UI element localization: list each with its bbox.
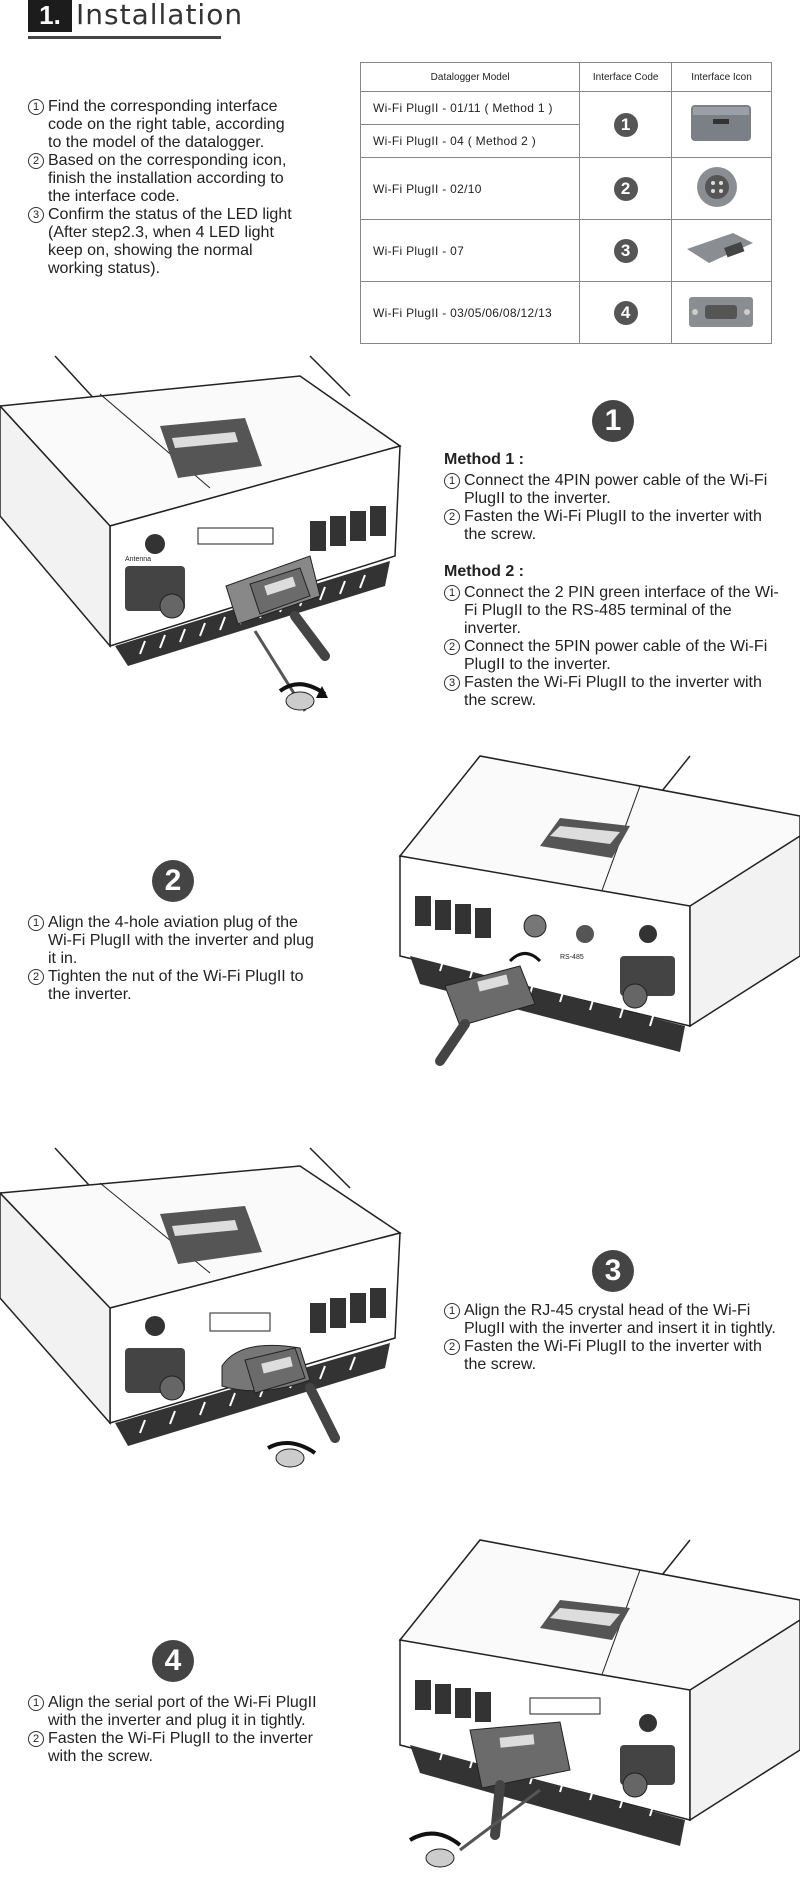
table-row: Wi-Fi PlugII - 04 ( Method 2 )	[359, 124, 772, 158]
interface-code-badge: 1	[613, 112, 638, 137]
interface-code-4-badge: 4	[152, 1640, 194, 1682]
model-cell: Wi-Fi PlugII - 01/11 ( Method 1 )	[359, 91, 581, 125]
col-header: Interface Code	[579, 62, 673, 92]
interface-code-2-badge: 2	[152, 860, 194, 902]
code-cell: 1	[579, 91, 673, 158]
table-header-row: Datalogger Model Interface Code Interfac…	[359, 62, 772, 92]
table-row: Wi-Fi PlugII - 07 3	[359, 219, 772, 282]
interface-table: Datalogger Model Interface Code Interfac…	[359, 62, 772, 344]
inverter-illustration-serial	[398, 1539, 800, 1868]
serial-port-plug-icon	[689, 297, 754, 327]
method2-title: Method 2 :	[444, 563, 524, 580]
table-row: Wi-Fi PlugII - 03/05/06/08/12/13 4	[359, 281, 772, 344]
page-title: Installation	[76, 0, 244, 31]
model-cell: Wi-Fi PlugII - 02/10	[359, 157, 581, 220]
model-cell: Wi-Fi PlugII - 07	[359, 219, 581, 282]
inverter-illustration-rj45	[0, 1147, 402, 1468]
interface-code-3-badge: 3	[592, 1250, 634, 1292]
interface-code-1-badge: 1	[592, 400, 634, 442]
interface-code-badge: 2	[613, 176, 638, 201]
method1-title: Method 1 :	[444, 451, 524, 468]
interface-code-badge: 4	[613, 300, 638, 325]
inverter-illustration-method1: Antenna	[0, 355, 402, 712]
icon-cell	[671, 157, 772, 220]
icon-cell	[671, 91, 772, 158]
rs485-label: RS-485	[560, 954, 584, 961]
title-underline	[28, 36, 221, 39]
code-cell: 2	[579, 157, 673, 220]
model-cell: Wi-Fi PlugII - 04 ( Method 2 )	[359, 124, 581, 158]
code-cell: 4	[579, 281, 673, 344]
wifi-plug-box-icon	[691, 105, 752, 141]
aviation-plug-icon	[697, 167, 738, 207]
icon-cell	[671, 219, 772, 282]
col-header: Interface Icon	[671, 62, 772, 92]
inverter-illustration-aviation: RS-485	[398, 755, 800, 1066]
table-row: Wi-Fi PlugII - 02/10 2	[359, 157, 772, 220]
model-cell: Wi-Fi PlugII - 03/05/06/08/12/13	[359, 281, 581, 344]
interface-code-badge: 3	[613, 238, 638, 263]
table-row: Wi-Fi PlugII - 01/11 ( Method 1 ) 1	[359, 91, 772, 158]
section-number: 1.	[28, 0, 72, 32]
rj45-plug-icon	[687, 233, 754, 263]
code-cell: 3	[579, 219, 673, 282]
col-header: Datalogger Model	[359, 62, 581, 92]
icon-cell	[671, 281, 772, 344]
antenna-label: Antenna	[125, 556, 151, 563]
